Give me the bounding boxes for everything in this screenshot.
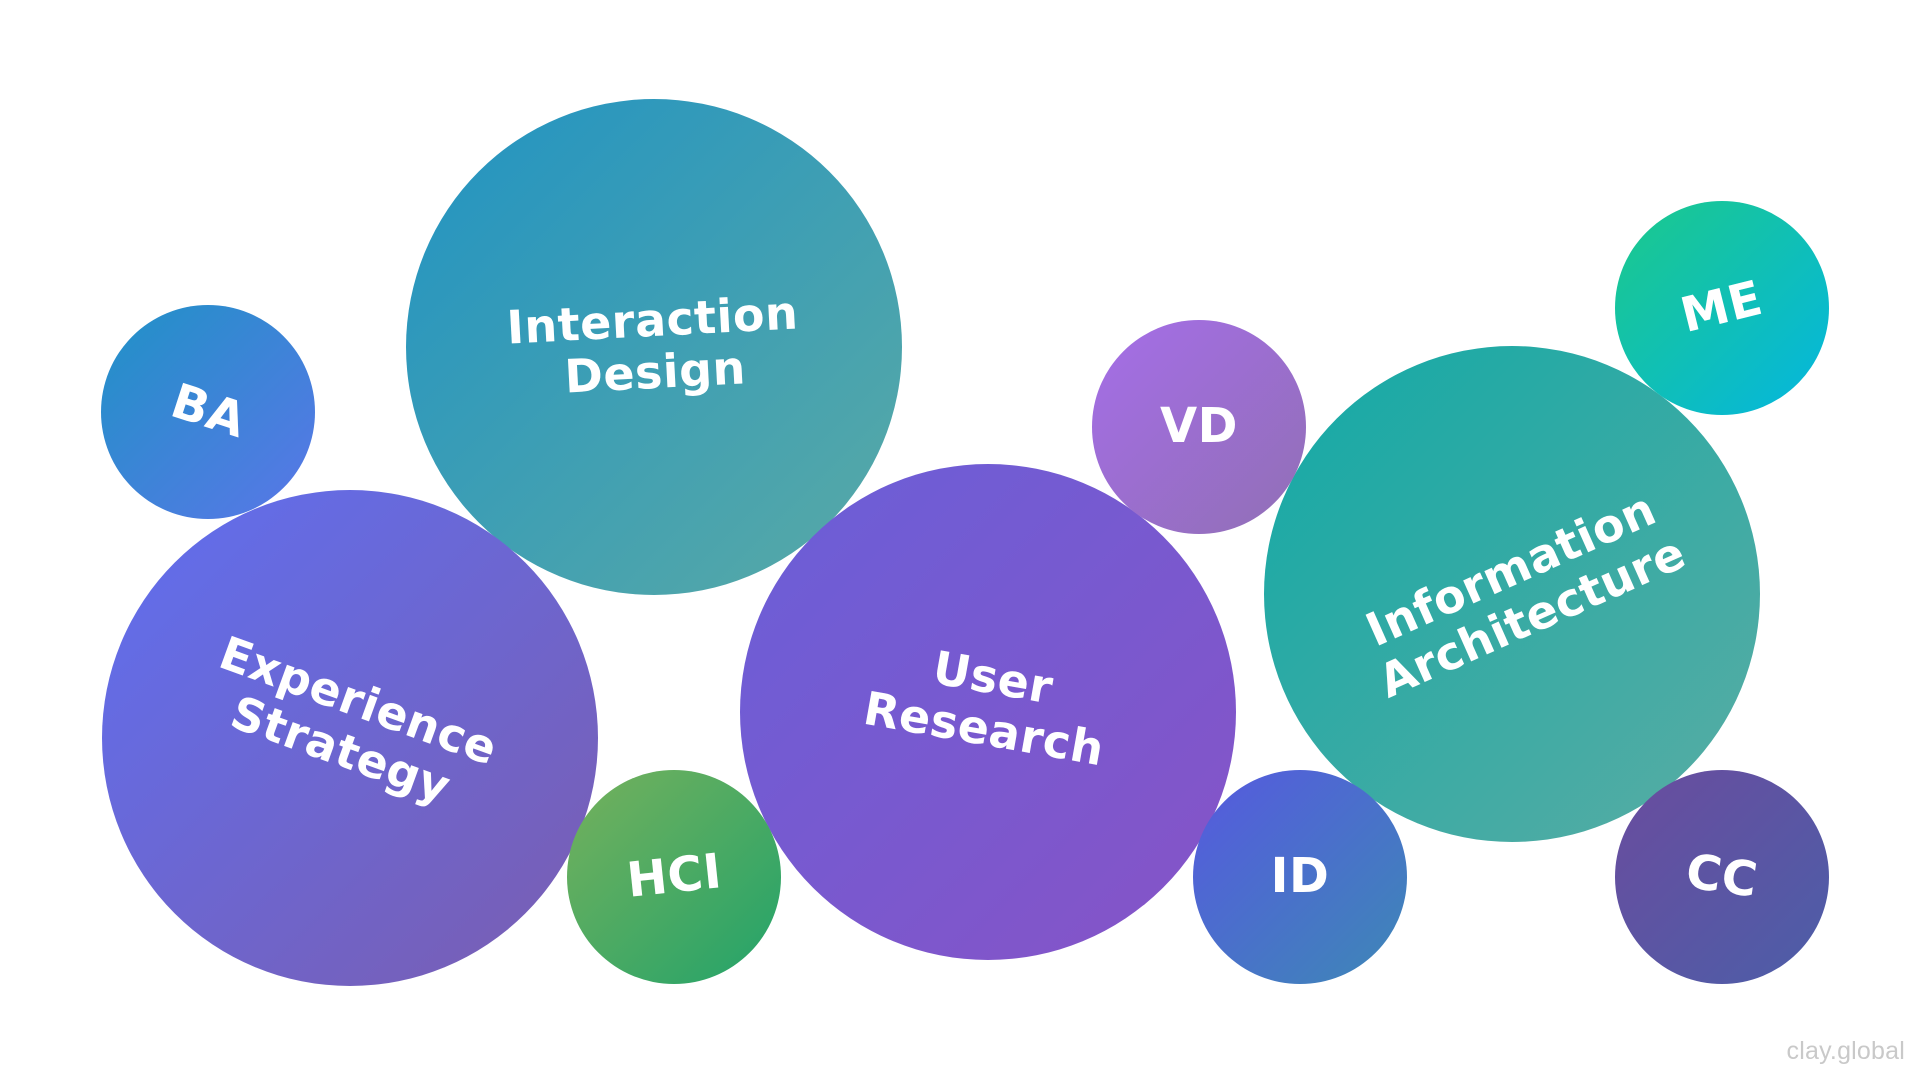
bubble-information-architecture: Information Architecture [1264, 346, 1760, 842]
bubble-label-hci: HCI [623, 843, 724, 909]
bubble-label-line: HCI [623, 843, 724, 909]
bubble-label-ba: BA [164, 372, 253, 450]
bubble-hci: HCI [567, 770, 781, 984]
bubble-cc: CC [1615, 770, 1829, 984]
bubble-label-cc: CC [1682, 843, 1762, 909]
bubble-user-research: User Research [740, 464, 1236, 960]
bubble-label-vd: VD [1160, 398, 1238, 455]
bubble-id: ID [1193, 770, 1407, 984]
bubble-me: ME [1615, 201, 1829, 415]
bubble-label-line: CC [1682, 843, 1762, 909]
bubble-label-experience-strategy: Experience Strategy [196, 626, 505, 824]
bubble-label-line: VD [1160, 398, 1238, 455]
bubble-vd: VD [1092, 320, 1306, 534]
bubble-label-line: BA [164, 372, 253, 450]
bubble-label-id: ID [1270, 848, 1330, 905]
bubble-label-line: ME [1675, 270, 1769, 345]
bubble-ba: BA [101, 305, 315, 519]
bubble-label-information-architecture: Information Architecture [1351, 480, 1693, 709]
bubble-interaction-design: Interaction Design [406, 99, 902, 595]
bubble-experience-strategy: Experience Strategy [102, 490, 598, 986]
bubble-label-interaction-design: Interaction Design [506, 286, 803, 406]
bubble-label-me: ME [1675, 270, 1769, 345]
bubble-label-user-research: User Research [859, 632, 1116, 776]
bubble-label-line: ID [1270, 848, 1330, 905]
watermark-text: clay.global [1786, 1037, 1905, 1065]
